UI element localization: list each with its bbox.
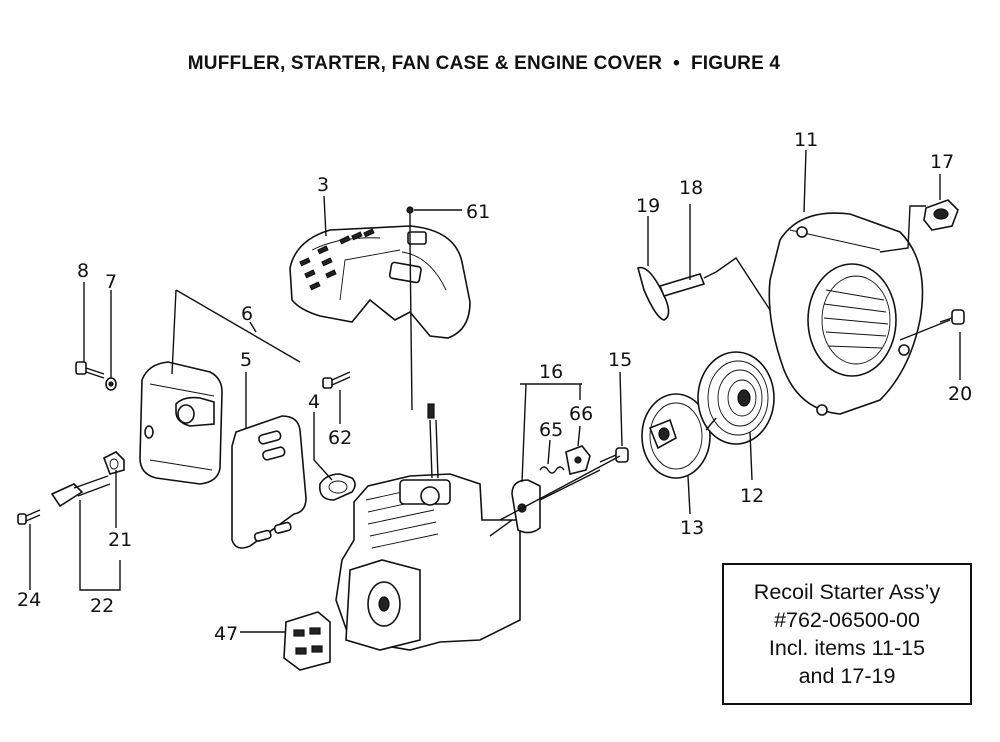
callout-24: 24 bbox=[17, 589, 41, 611]
callout-19: 19 bbox=[636, 195, 660, 217]
callout-62: 62 bbox=[328, 427, 352, 449]
spring-65-part bbox=[539, 466, 565, 474]
heat-shield-part bbox=[231, 415, 307, 549]
pawl-66-part bbox=[565, 445, 591, 475]
callout-6: 6 bbox=[241, 303, 253, 325]
screw-62-part bbox=[322, 371, 351, 389]
callout-12: 12 bbox=[740, 485, 764, 507]
callout-4: 4 bbox=[308, 391, 320, 413]
cover-vent-slots bbox=[299, 228, 375, 291]
engine-cover-part bbox=[289, 225, 471, 339]
page-title: MUFFLER, STARTER, FAN CASE & ENGINE COVE… bbox=[187, 53, 781, 74]
gasket-4-part bbox=[318, 473, 356, 501]
callout-8: 8 bbox=[77, 260, 89, 282]
washer-7 bbox=[105, 377, 117, 391]
callout-65: 65 bbox=[539, 419, 563, 441]
callout-21: 21 bbox=[108, 529, 132, 551]
exhaust-pipe-part bbox=[50, 475, 111, 508]
fan-case-11-part bbox=[768, 212, 924, 416]
callout-15: 15 bbox=[608, 349, 632, 371]
pulley-13-part bbox=[641, 393, 711, 479]
callout-16: 16 bbox=[539, 361, 563, 383]
muffler-bolt-8 bbox=[75, 361, 105, 379]
leader-lines bbox=[29, 149, 961, 633]
handle-17-part bbox=[923, 199, 959, 231]
t-handle-19-part bbox=[637, 266, 670, 321]
screw-20-part bbox=[939, 309, 965, 325]
muffler-part bbox=[139, 361, 223, 485]
screw-61-part bbox=[406, 206, 414, 240]
callout-17: 17 bbox=[930, 151, 954, 173]
recoil-spring-12-part bbox=[697, 351, 775, 445]
callout-7: 7 bbox=[105, 271, 117, 293]
callout-66: 66 bbox=[569, 403, 593, 425]
callout-18: 18 bbox=[679, 177, 703, 199]
callout-labels: 3 61 11 17 19 18 8 7 6 5 4 62 16 65 66 1… bbox=[17, 129, 972, 645]
screw-24-part bbox=[17, 509, 41, 525]
recoil-starter-info-box: Recoil Starter Ass’y #762-06500-00 Incl.… bbox=[722, 563, 972, 705]
spacer-47-part bbox=[283, 611, 331, 671]
engine-block-part bbox=[335, 403, 521, 651]
info-line-3: Incl. items 11-15 bbox=[768, 636, 926, 660]
screw-15-part bbox=[599, 447, 629, 463]
callout-5: 5 bbox=[240, 349, 252, 371]
callout-22: 22 bbox=[90, 595, 114, 617]
callout-61: 61 bbox=[466, 201, 490, 223]
callout-3: 3 bbox=[317, 174, 329, 196]
starter-rope-18-part bbox=[658, 271, 717, 297]
gasket-21-part bbox=[102, 451, 125, 475]
info-line-4: and 17-19 bbox=[798, 664, 896, 688]
callout-20: 20 bbox=[948, 383, 972, 405]
info-line-2: #762-06500-00 bbox=[774, 608, 920, 632]
callout-11: 11 bbox=[794, 129, 818, 151]
callout-13: 13 bbox=[680, 517, 704, 539]
callout-47: 47 bbox=[214, 623, 238, 645]
info-line-1: Recoil Starter Ass’y bbox=[753, 580, 941, 604]
